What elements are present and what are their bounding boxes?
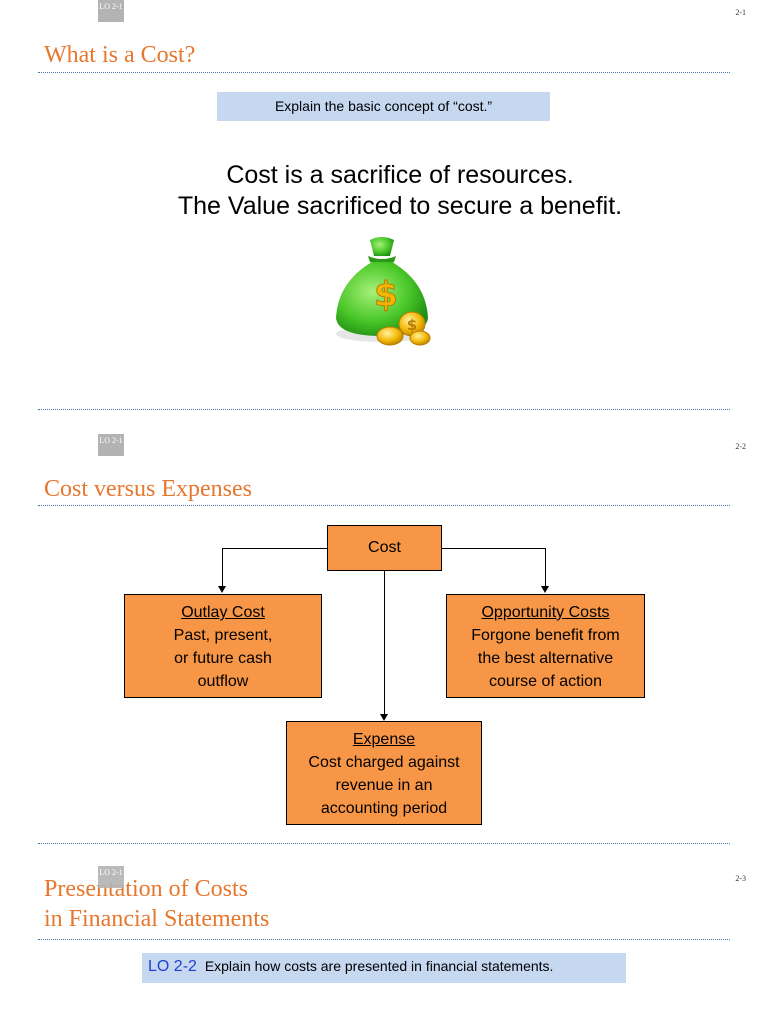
lo-badge: LO 2-1 <box>98 0 124 22</box>
title-line-1: Presentation of Costs <box>44 876 248 902</box>
lo-label: LO 2-2 <box>148 958 197 975</box>
slide-cost-versus-expenses: LO 2-1 2-2 Cost versus Expenses Cost Out… <box>0 418 768 844</box>
cost-statement: Cost is a sacrifice of resources. The Va… <box>0 160 768 222</box>
opportunity-costs-heading: Opportunity Costs <box>481 604 610 621</box>
opportunity-costs-line: Forgone benefit from <box>471 627 620 644</box>
page-number: 2-1 <box>735 8 746 17</box>
slide-bottom-divider <box>38 843 730 844</box>
outlay-cost-box: Outlay Cost Past, present, or future cas… <box>124 594 322 698</box>
lo-badge: LO 2-1 <box>98 434 124 456</box>
outlay-cost-line: outflow <box>197 673 249 690</box>
expense-line: Cost charged against <box>308 754 460 771</box>
expense-line: revenue in an <box>335 777 433 794</box>
learning-objective-bar: LO 2-2 Explain how costs are presented i… <box>142 953 626 983</box>
arrow-head <box>380 714 388 721</box>
cost-box: Cost <box>327 525 442 571</box>
opportunity-costs-line: course of action <box>489 673 602 690</box>
outlay-cost-line: or future cash <box>174 650 272 667</box>
lo-badge: LO 2-1 <box>98 866 124 888</box>
title-divider <box>38 505 730 506</box>
arrow-head <box>218 586 226 593</box>
statement-line-1: Cost is a sacrifice of resources. <box>226 161 574 189</box>
slide-presentation-of-costs: Presentation of Costs in Financial State… <box>0 850 768 1024</box>
slide-title: Cost versus Expenses <box>44 476 252 502</box>
page-number: 2-3 <box>735 874 746 883</box>
expense-box: Expense Cost charged against revenue in … <box>286 721 482 825</box>
arrow-head <box>541 586 549 593</box>
connector-line <box>545 548 546 586</box>
outlay-cost-heading: Outlay Cost <box>181 604 265 621</box>
opportunity-costs-box: Opportunity Costs Forgone benefit from t… <box>446 594 645 698</box>
expense-line: accounting period <box>320 800 448 817</box>
svg-text:$: $ <box>374 275 398 315</box>
connector-line <box>222 548 223 586</box>
objective-text: Explain how costs are presented in finan… <box>204 958 554 974</box>
cost-label: Cost <box>368 539 401 556</box>
connector-line <box>442 548 545 549</box>
title-divider <box>38 72 730 73</box>
outlay-cost-line: Past, present, <box>173 627 273 644</box>
svg-text:$: $ <box>407 316 417 334</box>
title-divider <box>38 939 730 940</box>
connector-line <box>222 548 328 549</box>
statement-line-2: The Value sacrificed to secure a benefit… <box>177 192 623 220</box>
opportunity-costs-line: the best alternative <box>477 650 614 667</box>
slide-title: Presentation of Costs in Financial State… <box>44 874 269 934</box>
slide-bottom-divider <box>38 409 730 410</box>
title-line-2: in Financial Statements <box>44 906 270 932</box>
expense-heading: Expense <box>352 731 416 748</box>
page-number: 2-2 <box>735 442 746 451</box>
slide-title: What is a Cost? <box>44 42 196 68</box>
objective-text: Explain the basic concept of “cost.” <box>274 98 493 114</box>
slide-what-is-a-cost: LO 2-1 2-1 What is a Cost? Explain the b… <box>0 0 768 418</box>
money-bag-icon: $ $ <box>336 237 431 346</box>
connector-line <box>384 571 385 715</box>
learning-objective-bar: Explain the basic concept of “cost.” <box>217 92 550 121</box>
